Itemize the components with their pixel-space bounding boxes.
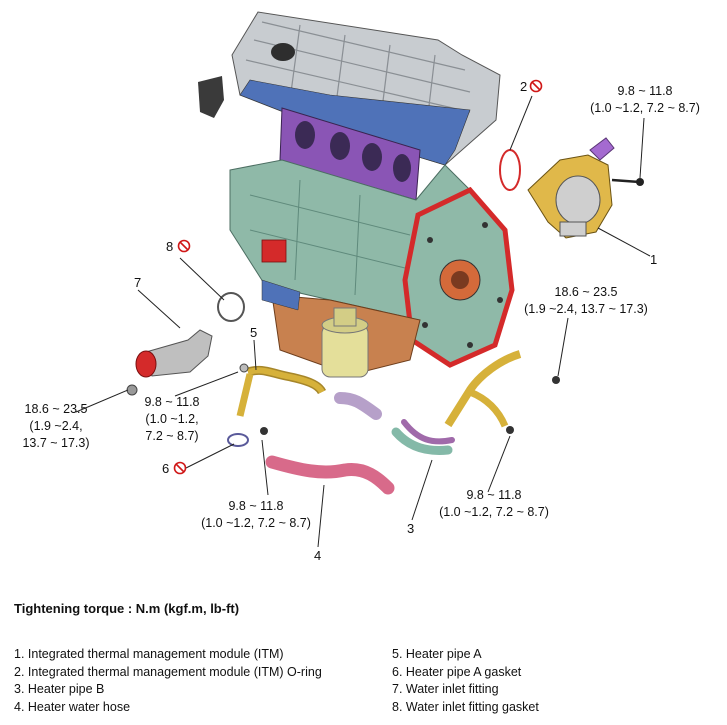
callout-7: 7 [134,275,141,290]
callout-1: 1 [650,252,657,267]
oil-filler-cap [271,43,295,61]
callout-3: 3 [407,521,414,536]
callout-4: 4 [314,548,321,563]
svg-text:(1.0 ~1.2, 7.2 ~ 8.7): (1.0 ~1.2, 7.2 ~ 8.7) [201,516,311,530]
svg-text:7.2 ~ 8.7): 7.2 ~ 8.7) [145,429,198,443]
callout-8: 8 [166,239,173,254]
svg-text:9.8 ~ 11.8: 9.8 ~ 11.8 [228,499,283,513]
callout-2: 2 [520,79,527,94]
no-reuse-icon [173,461,187,475]
heater-pipe-a-gasket [227,433,249,447]
small-hose [334,392,382,420]
itm-o-ring [499,149,521,191]
torque-label-mid-right: 18.6 ~ 23.5 (1.9 ~2.4, 13.7 ~ 17.3) [524,285,648,316]
legend-item: 3. Heater pipe B [14,682,105,696]
legend-item: 1. Integrated thermal management module … [14,647,284,661]
torque-label-top-right: 9.8 ~ 11.8 (1.0 ~1.2, 7.2 ~ 8.7) [590,84,700,115]
heater-pipe-b [391,350,560,455]
legend-item: 7. Water inlet fitting [392,682,499,696]
no-reuse-icon [529,79,543,93]
svg-text:(1.9 ~2.4,: (1.9 ~2.4, [29,419,82,433]
svg-text:(1.0 ~1.2, 7.2 ~ 8.7): (1.0 ~1.2, 7.2 ~ 8.7) [590,101,700,115]
svg-text:18.6 ~ 23.5: 18.6 ~ 23.5 [25,402,88,416]
torque-label-left: 18.6 ~ 23.5 (1.9 ~2.4, 13.7 ~ 17.3) [22,402,89,450]
itm-module [527,137,615,239]
water-inlet-fitting [126,329,213,396]
water-inlet-gasket [217,292,245,322]
heater-pipe-a [236,363,327,417]
svg-text:(1.9 ~2.4, 13.7 ~ 17.3): (1.9 ~2.4, 13.7 ~ 17.3) [524,302,648,316]
heater-water-hose [265,455,395,495]
legend-item: 5. Heater pipe A [392,647,482,661]
engine-assembly [198,11,515,378]
torque-label-bottom-center: 9.8 ~ 11.8 (1.0 ~1.2, 7.2 ~ 8.7) [201,499,311,530]
engine-exploded-diagram: 2 1 8 7 5 6 4 3 9.8 ~ 11.8 (1.0 ~1.2, 7.… [22,11,700,563]
svg-text:9.8 ~ 11.8: 9.8 ~ 11.8 [466,488,521,502]
svg-text:9.8 ~ 11.8: 9.8 ~ 11.8 [617,84,672,98]
parts-legend-left: 1. Integrated thermal management module … [14,646,322,716]
no-reuse-icon [177,239,191,253]
block-red-flange [261,239,287,263]
torque-label-mid-left: 9.8 ~ 11.8 (1.0 ~1.2, 7.2 ~ 8.7) [144,395,199,443]
leader-lines [75,95,651,548]
callout-5: 5 [250,325,257,340]
engine-bracket [198,76,224,118]
legend-item: 2. Integrated thermal management module … [14,664,322,679]
svg-text:13.7 ~ 17.3): 13.7 ~ 17.3) [22,436,89,450]
oil-filter [321,307,369,378]
svg-text:18.6 ~ 23.5: 18.6 ~ 23.5 [555,285,618,299]
svg-text:(1.0 ~1.2, 7.2 ~ 8.7): (1.0 ~1.2, 7.2 ~ 8.7) [439,505,549,519]
legend-item: 4. Heater water hose [14,699,131,714]
svg-text:(1.0 ~1.2,: (1.0 ~1.2, [145,412,198,426]
callout-6: 6 [162,461,169,476]
svg-text:9.8 ~ 11.8: 9.8 ~ 11.8 [144,395,199,409]
legend-item: 8. Water inlet fitting gasket [392,699,539,714]
tightening-torque-title: Tightening torque : N.m (kgf.m, lb-ft) [14,601,240,616]
torque-label-bottom-right: 9.8 ~ 11.8 (1.0 ~1.2, 7.2 ~ 8.7) [439,488,549,519]
parts-legend-right: 5. Heater pipe A 6. Heater pipe A gasket… [392,646,539,716]
legend-item: 6. Heater pipe A gasket [392,664,522,679]
